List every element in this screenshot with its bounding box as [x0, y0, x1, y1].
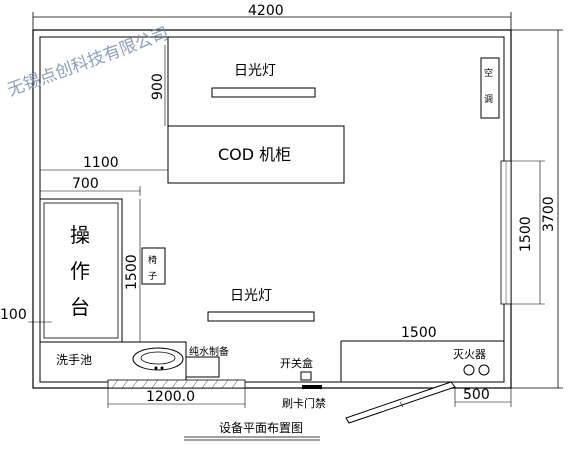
right-window-length-text: 1500	[518, 216, 534, 252]
workbench-char-1: 操	[70, 223, 90, 247]
watermark: 无锡点创科技有限公司	[5, 24, 172, 101]
overall-width-text: 4200	[248, 3, 284, 19]
workbench-char-3: 台	[70, 295, 90, 319]
card-door: 刷卡门禁	[282, 385, 326, 410]
workbench-char-2: 作	[70, 259, 90, 283]
chair-char-2: 子	[148, 271, 157, 282]
cabinet-offset-x-text: 1100	[83, 155, 119, 171]
dimension-overall-depth: 3700	[511, 29, 563, 389]
extinguisher-area: 1500 灭火器	[340, 325, 504, 382]
water-purifier-label: 纯水制备	[189, 345, 229, 358]
chair: 椅 子	[141, 247, 166, 285]
wall-offset-text: 100	[0, 307, 27, 323]
dimension-bench-width: 700	[39, 176, 141, 196]
dimension-sink-span: 1200.0	[107, 388, 246, 408]
chair-char-1: 椅	[148, 254, 157, 266]
dimension-cabinet-offset-x: 1100	[39, 155, 169, 175]
extinguisher-label: 灭火器	[453, 348, 486, 361]
cod-cabinet-label: COD 机柜	[218, 145, 291, 164]
dimension-cabinet-offset-y: 900	[150, 45, 166, 126]
air-conditioner: 空 调	[480, 57, 500, 119]
water-purifier: 纯水制备	[185, 345, 229, 378]
drawing-title: 设备平面布置图	[184, 421, 320, 441]
bench-width-text: 700	[72, 176, 99, 192]
sink: 洗手池	[39, 341, 187, 383]
title-label: 设备平面布置图	[219, 421, 303, 435]
bottom-right-length-text: 1500	[401, 325, 437, 341]
workbench: 操 作 台	[39, 198, 123, 343]
light-top: 日光灯	[211, 63, 316, 98]
sink-span-text: 1200.0	[146, 389, 195, 405]
door-offset-text: 500	[463, 387, 490, 403]
switch-box-label: 开关盒	[280, 356, 313, 370]
bench-length-text: 1500	[124, 254, 140, 290]
cabinet-offset-y-text: 900	[150, 73, 166, 100]
ac-label-2: 调	[484, 94, 493, 105]
ac-label-1: 空	[484, 67, 493, 79]
cod-cabinet: COD 机柜	[167, 37, 345, 184]
dimension-bench-length: 1500	[124, 199, 141, 342]
sink-label: 洗手池	[56, 353, 92, 367]
switch-box: 开关盒	[280, 356, 313, 381]
overall-depth-text: 3700	[541, 196, 557, 232]
dimension-door-offset: 500	[454, 387, 512, 407]
light-top-label: 日光灯	[234, 63, 276, 79]
door-swing	[345, 381, 456, 424]
dimension-overall-width: 4200	[32, 3, 512, 30]
card-door-label: 刷卡门禁	[282, 396, 326, 410]
light-bottom-label: 日光灯	[230, 288, 272, 304]
right-window: 1500	[500, 160, 545, 305]
wall-segment-bottom-left	[107, 379, 246, 389]
dimension-wall-offset: 100	[0, 307, 52, 323]
light-bottom: 日光灯	[207, 288, 315, 322]
